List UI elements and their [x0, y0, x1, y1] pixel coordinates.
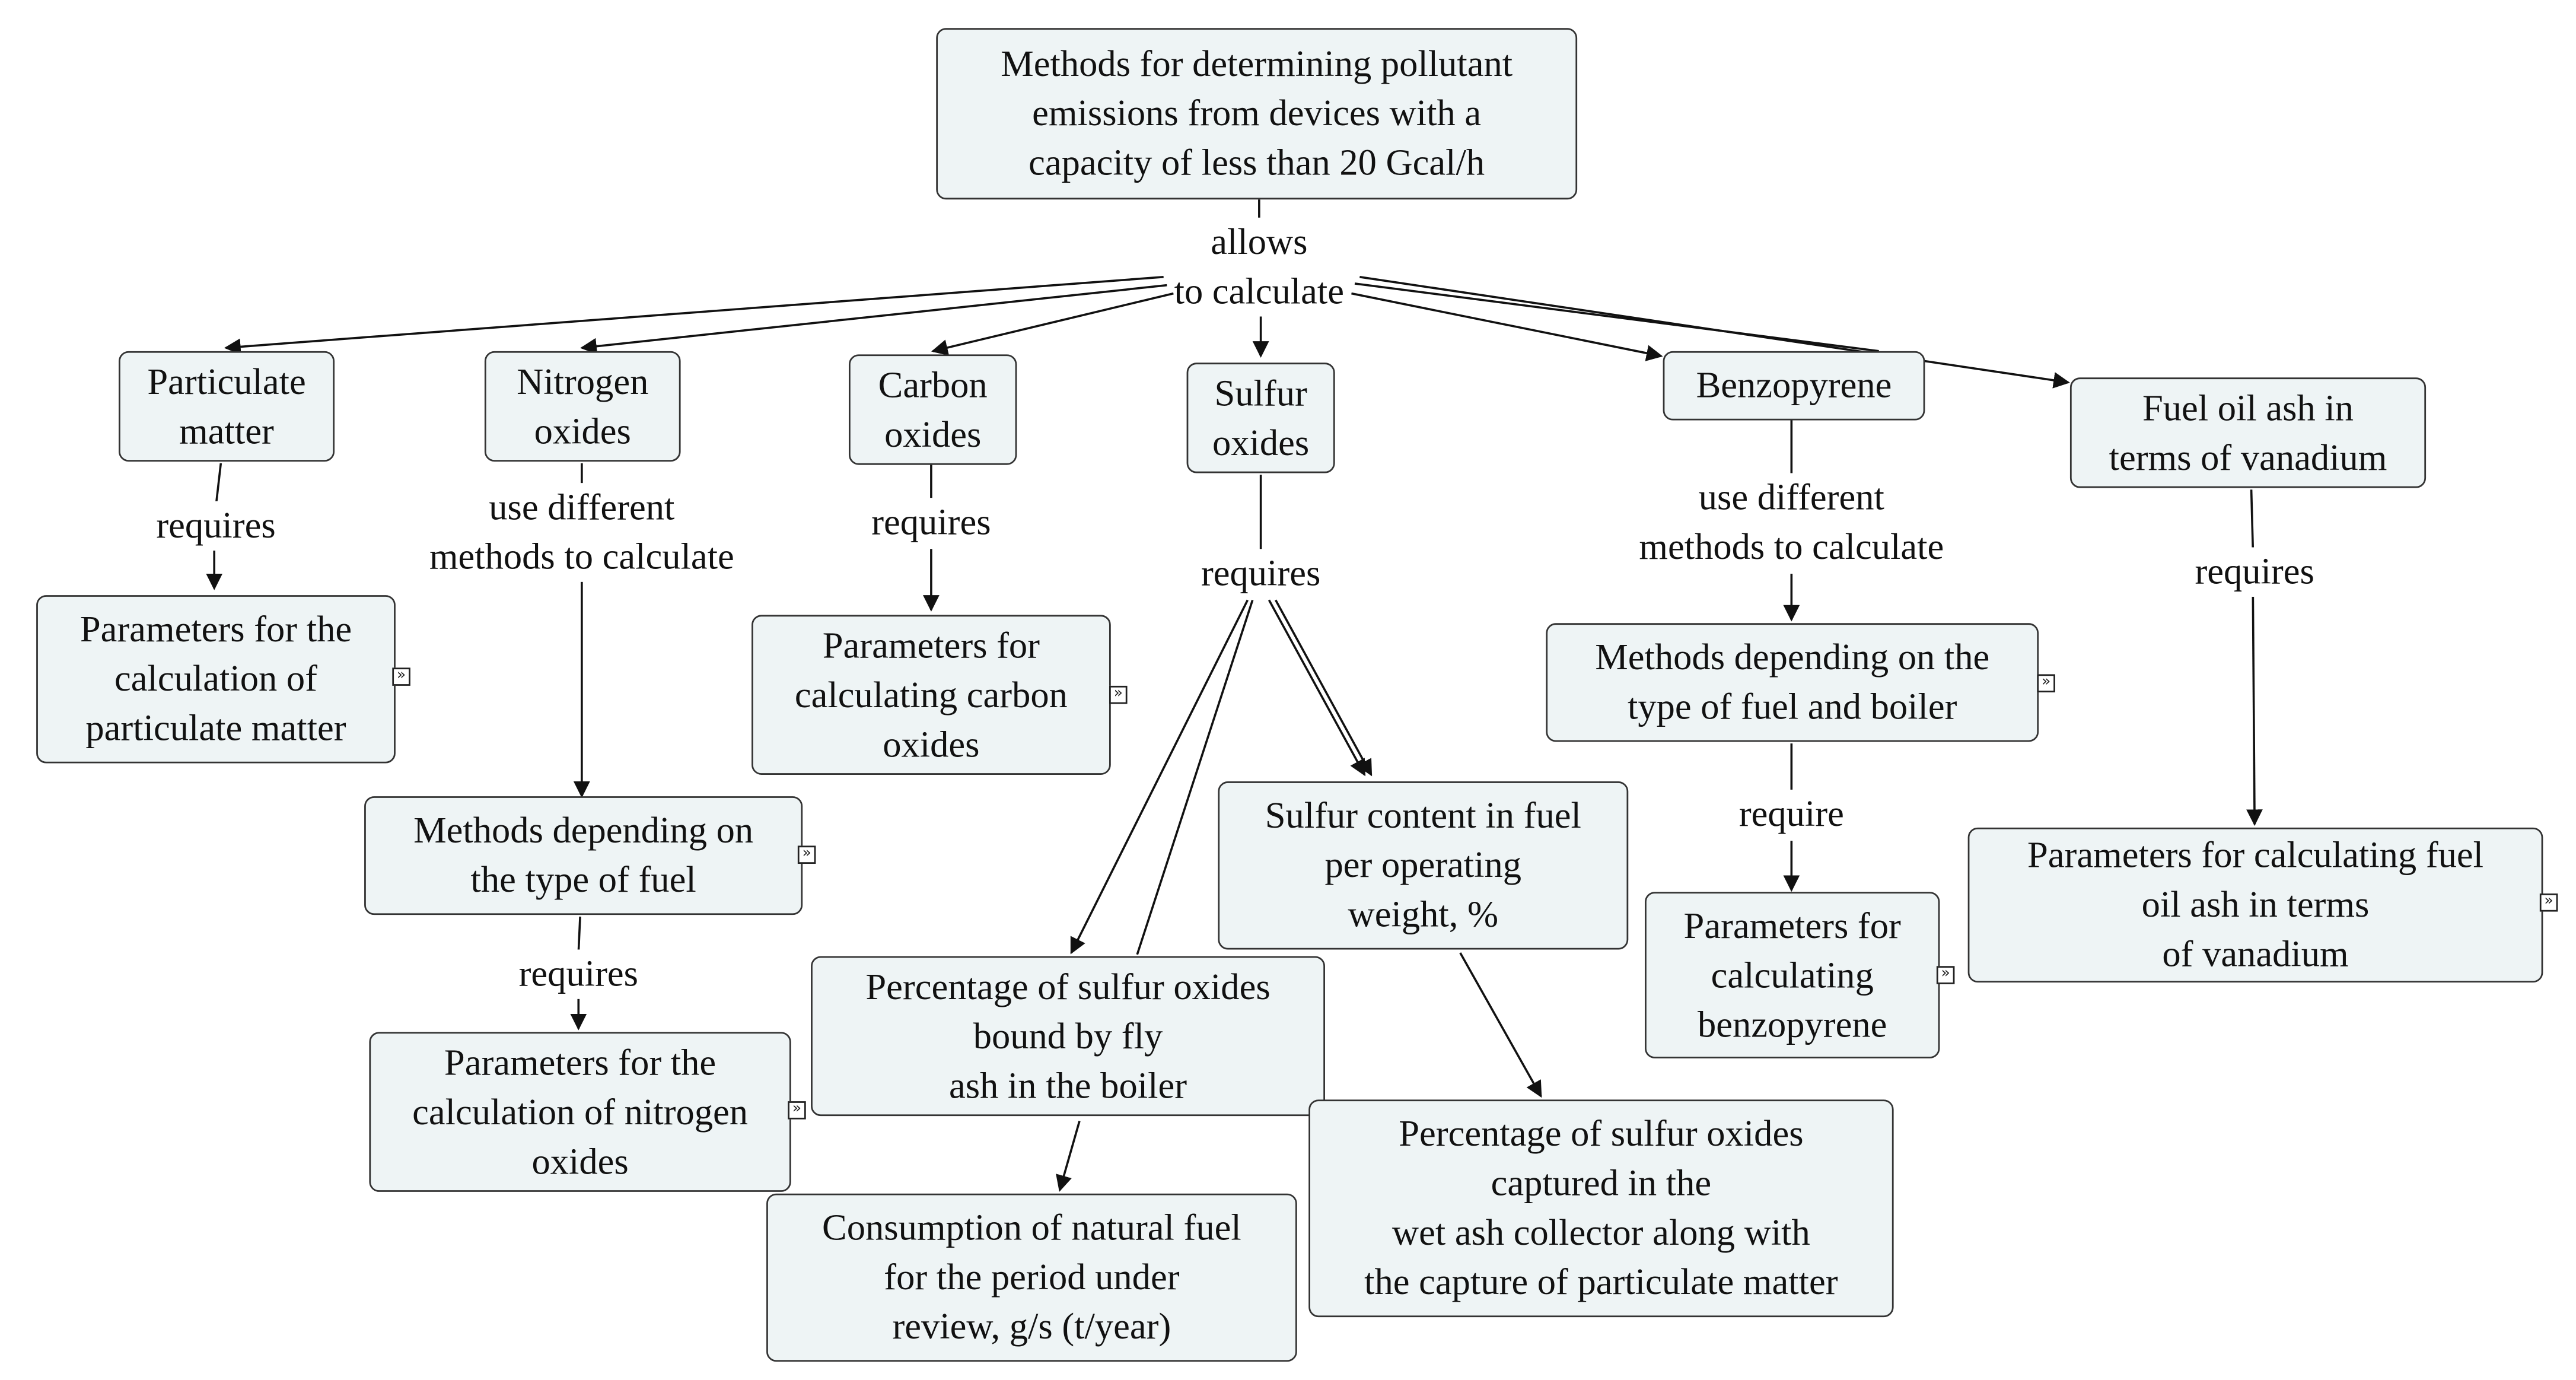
- expand-icon[interactable]: »: [797, 845, 816, 864]
- fuel-oil-parameters-concept[interactable]: Parameters for calculating fuel oil ash …: [1967, 827, 2543, 983]
- expand-icon[interactable]: »: [1109, 685, 1128, 704]
- link-sulfur-requires: requires: [1201, 549, 1321, 599]
- link-particulate-requires: requires: [156, 501, 276, 551]
- expand-icon[interactable]: »: [392, 667, 410, 686]
- benzopyrene-concept[interactable]: Benzopyrene: [1663, 351, 1925, 421]
- benzopyrene-parameters-concept[interactable]: Parameters for calculating benzopyrene: [1645, 892, 1940, 1058]
- particulate-parameters-concept[interactable]: Parameters for the calculation of partic…: [36, 595, 396, 764]
- expand-icon[interactable]: »: [2539, 893, 2558, 912]
- expand-icon[interactable]: »: [2037, 674, 2055, 693]
- expand-icon[interactable]: »: [1936, 966, 1955, 984]
- sulfur-content-concept[interactable]: Sulfur content in fuel per operating wei…: [1218, 781, 1629, 950]
- link-benzopyrene-use-different: use different methods to calculate: [1639, 473, 1944, 573]
- nitrogen-oxides-concept[interactable]: Nitrogen oxides: [484, 351, 681, 462]
- carbon-oxides-concept[interactable]: Carbon oxides: [848, 354, 1017, 465]
- wetash-sulfur-percentage-concept[interactable]: Percentage of sulfur oxides captured in …: [1308, 1099, 1894, 1318]
- sulfur-oxides-concept[interactable]: Sulfur oxides: [1186, 363, 1335, 473]
- expand-icon[interactable]: »: [788, 1101, 806, 1120]
- link-fueloil-requires: requires: [2195, 547, 2314, 597]
- link-methods-boiler-require: require: [1738, 789, 1844, 840]
- nitrogen-parameters-concept[interactable]: Parameters for the calculation of nitrog…: [369, 1032, 791, 1192]
- root-concept[interactable]: Methods for determining pollutant emissi…: [936, 28, 1578, 200]
- link-allows-to-calculate: allows to calculate: [1174, 217, 1345, 317]
- methods-by-fuel-boiler-concept[interactable]: Methods depending on the type of fuel an…: [1546, 623, 2039, 742]
- fuel-oil-ash-concept[interactable]: Fuel oil ash in terms of vanadium: [2069, 377, 2427, 488]
- carbon-parameters-concept[interactable]: Parameters for calculating carbon oxides: [752, 615, 1111, 775]
- flyash-sulfur-percentage-concept[interactable]: Percentage of sulfur oxides bound by fly…: [811, 956, 1325, 1117]
- link-nitrogen-use-different: use different methods to calculate: [429, 483, 734, 582]
- particulate-matter-concept[interactable]: Particulate matter: [119, 351, 335, 462]
- methods-by-fuel-concept[interactable]: Methods depending on the type of fuel: [364, 796, 803, 915]
- fuel-consumption-concept[interactable]: Consumption of natural fuel for the peri…: [766, 1193, 1297, 1362]
- link-methods-fuel-requires: requires: [518, 949, 638, 999]
- link-carbon-requires: requires: [871, 498, 991, 548]
